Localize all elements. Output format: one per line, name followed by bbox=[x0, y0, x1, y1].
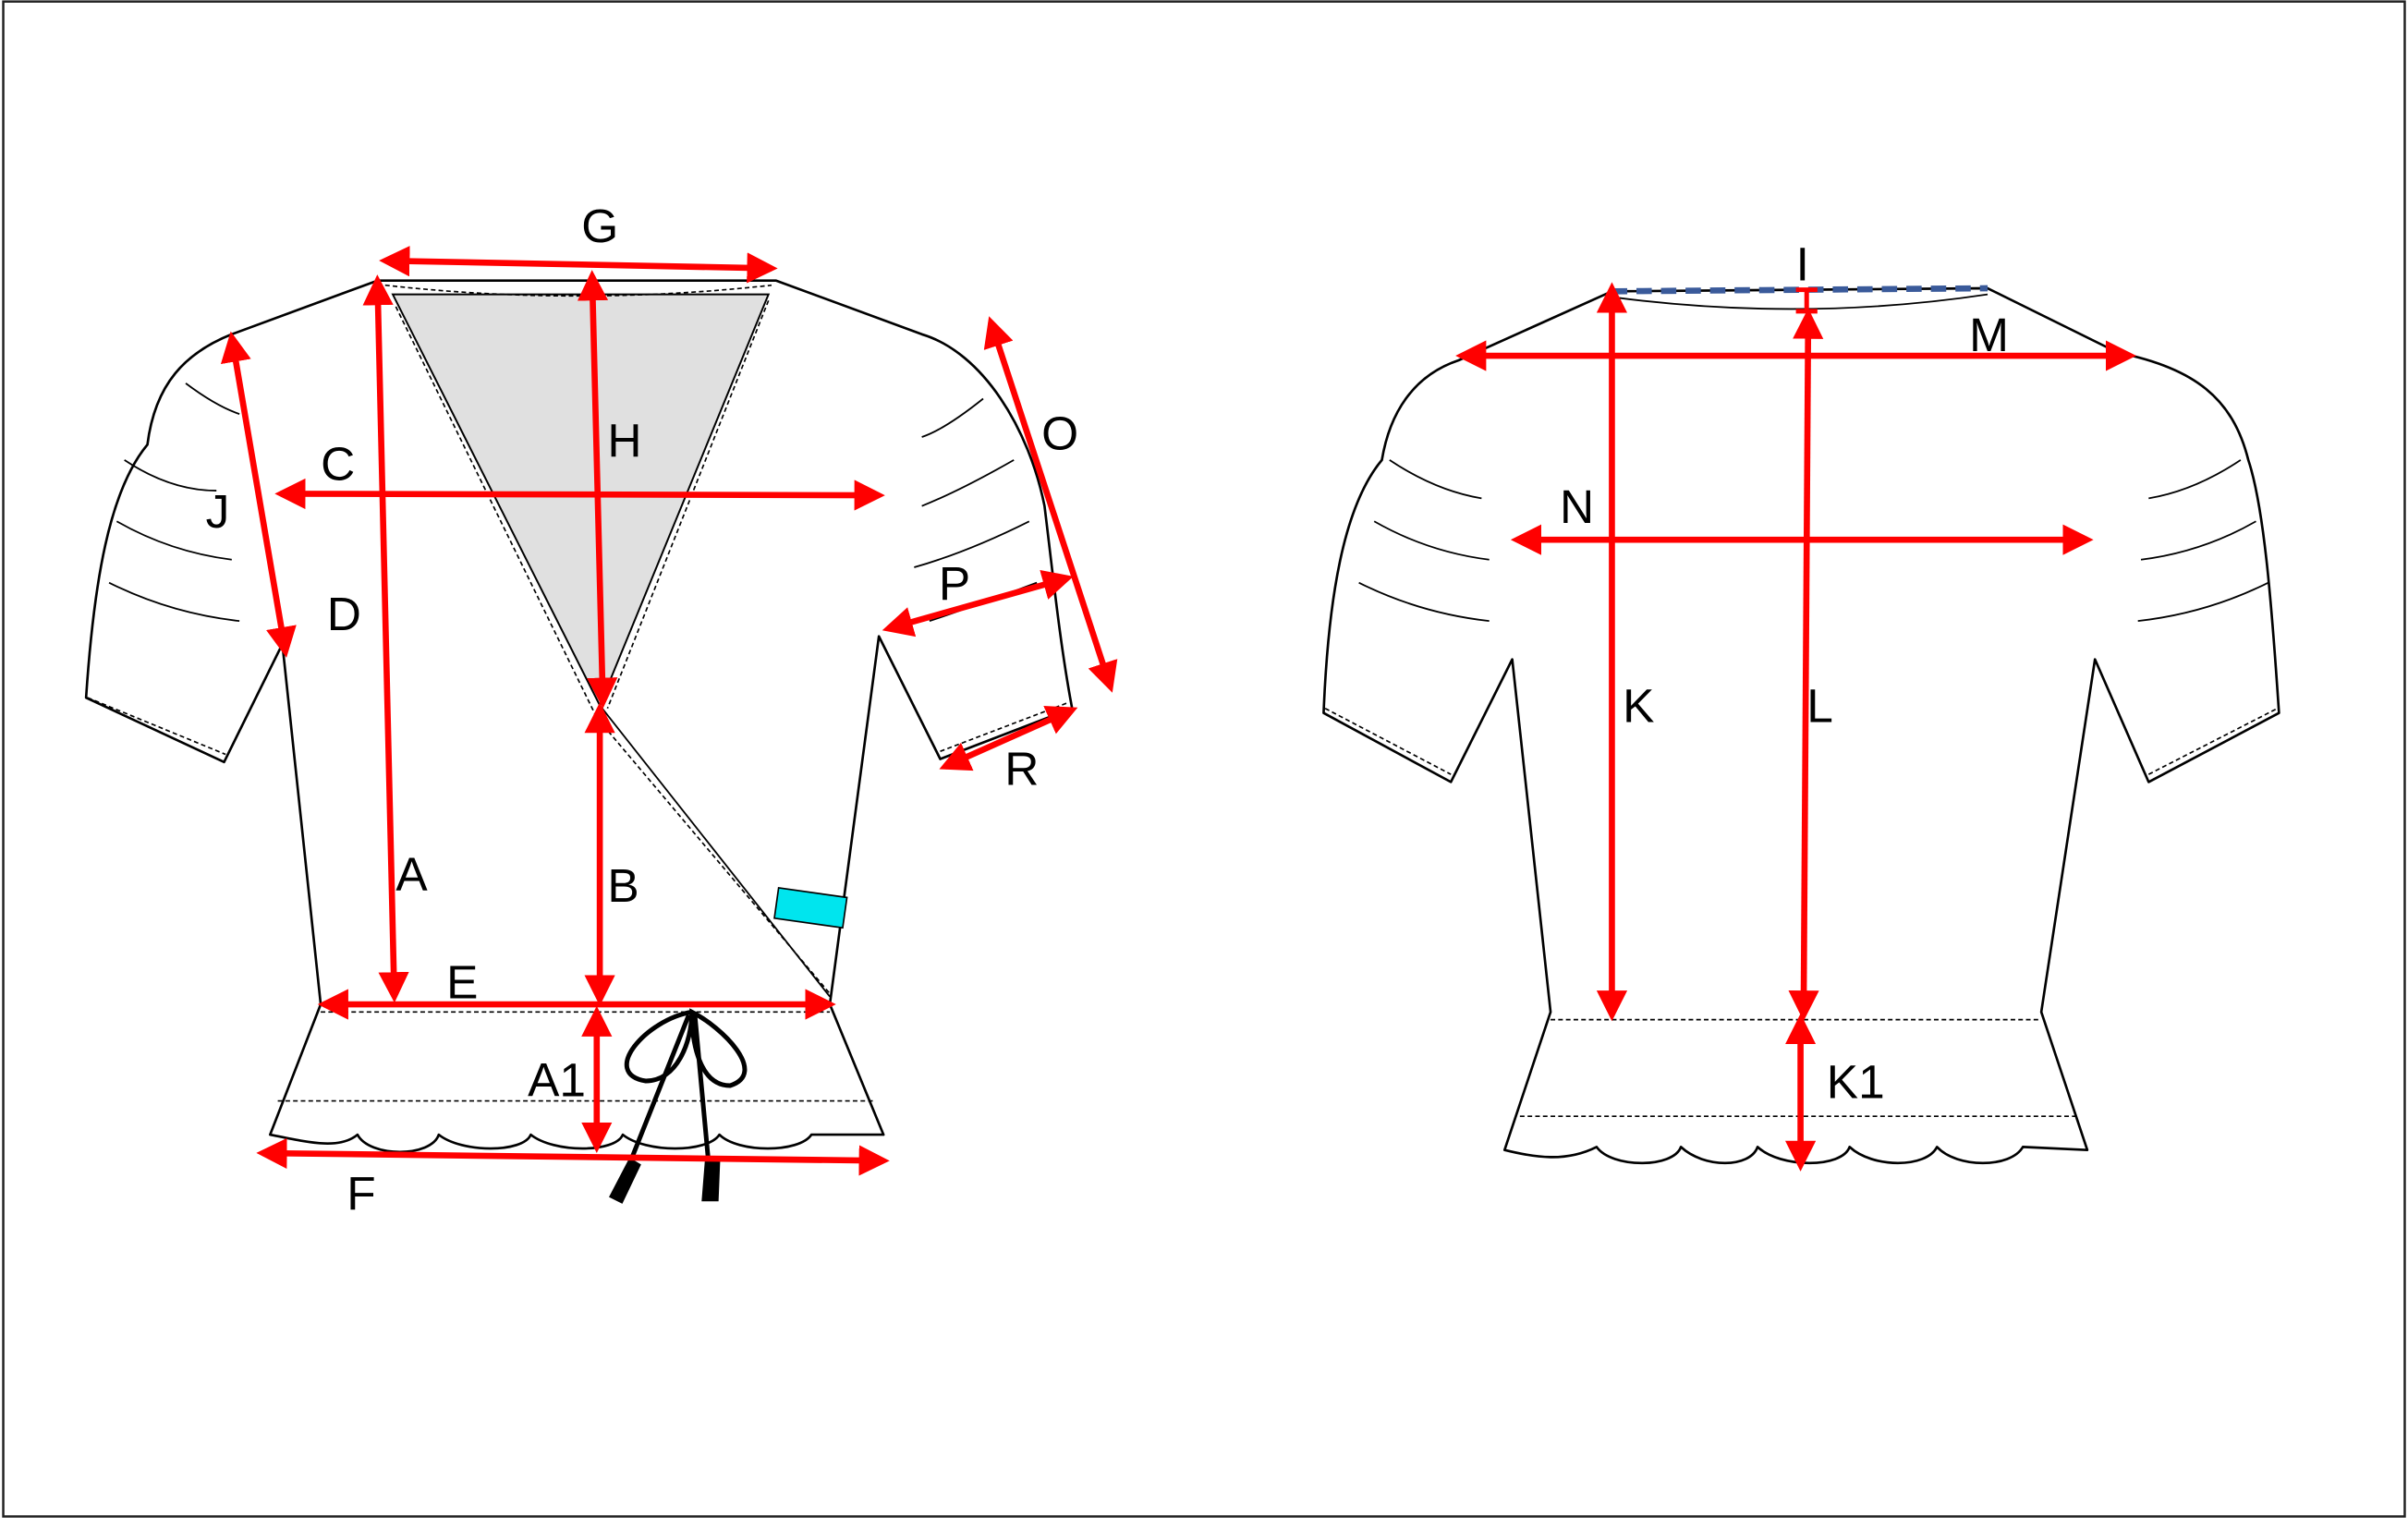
arrow-O bbox=[983, 316, 1118, 693]
arrow-L bbox=[1788, 308, 1824, 1022]
front-arrows bbox=[220, 246, 1118, 1176]
arrow-P bbox=[882, 569, 1074, 638]
label-B: B bbox=[607, 858, 638, 912]
label-F: F bbox=[347, 1166, 375, 1220]
back-arrows bbox=[1455, 282, 2137, 1172]
label-A: A bbox=[395, 847, 428, 901]
arrow-F bbox=[256, 1137, 890, 1176]
label-K1: K1 bbox=[1827, 1054, 1885, 1108]
arrow-J bbox=[220, 331, 297, 658]
label-M: M bbox=[1969, 308, 2009, 361]
label-N: N bbox=[1560, 480, 1594, 533]
arrow-R bbox=[939, 706, 1078, 771]
label-C: C bbox=[321, 436, 355, 490]
label-O: O bbox=[1041, 406, 1078, 459]
label-tag bbox=[773, 887, 848, 929]
label-P: P bbox=[939, 556, 970, 610]
label-R: R bbox=[1004, 742, 1039, 795]
label-G: G bbox=[581, 199, 618, 252]
label-E: E bbox=[446, 954, 478, 1008]
label-L: L bbox=[1806, 679, 1833, 733]
front-view: G H C J D O P R A B E A1 F bbox=[84, 199, 1118, 1220]
arrow-G bbox=[379, 246, 778, 284]
arrow-A bbox=[362, 274, 409, 1003]
back-view: I M N K L K1 bbox=[1322, 237, 2280, 1172]
label-D: D bbox=[327, 587, 361, 640]
neck-dashed-line bbox=[1611, 285, 1988, 295]
label-K: K bbox=[1623, 679, 1654, 733]
label-H: H bbox=[607, 414, 641, 468]
label-J: J bbox=[206, 484, 230, 538]
label-I: I bbox=[1796, 237, 1809, 291]
arrow-C bbox=[274, 478, 885, 511]
label-A1: A1 bbox=[528, 1053, 586, 1107]
